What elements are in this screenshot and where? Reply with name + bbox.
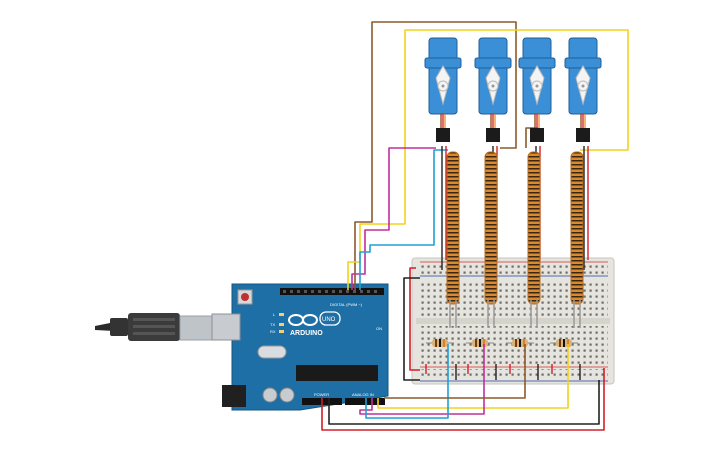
- arduino-logo: [288, 314, 318, 326]
- servo-1: [424, 37, 462, 142]
- atmega-chip: [296, 365, 378, 381]
- reset-button: [241, 293, 249, 301]
- wire-brown: [354, 21, 517, 290]
- wire-yellow-top: [347, 29, 629, 290]
- wire-red-rail: [409, 267, 420, 371]
- flex-sensor-2: [484, 151, 498, 328]
- flex-sensor-4: [570, 151, 584, 328]
- wire-magenta-top: [351, 147, 436, 290]
- flex-sensor-3: [527, 151, 541, 328]
- digital-header-label: DIGITAL (PWM ~): [330, 302, 363, 307]
- analog-header-label: ANALOG IN: [352, 392, 374, 397]
- rx-label: RX: [270, 329, 276, 334]
- usb-cable: [95, 313, 213, 341]
- wire-brown-bottom: [384, 344, 526, 399]
- wire-cyan-top: [359, 149, 448, 290]
- analog-header: [345, 398, 385, 405]
- resistor-3: [506, 339, 534, 347]
- wire-yellow-bottom: [377, 344, 569, 409]
- power-header-label: POWER: [314, 392, 329, 397]
- wire-cyan-bottom: [365, 344, 449, 419]
- servo-2: [474, 37, 512, 142]
- wire-red-bottom: [321, 368, 605, 431]
- arduino-uno-board: DIGITAL (PWM ~) ARDUINO UNO L TX RX ON P…: [211, 283, 389, 411]
- servo-3: [518, 37, 556, 142]
- resistor-1: [426, 339, 454, 347]
- breadboard: [411, 257, 615, 385]
- led-l-label: L: [273, 312, 276, 317]
- flex-sensor-1: [446, 151, 460, 328]
- wire-black-rail: [403, 277, 420, 381]
- servo-4: [564, 37, 602, 142]
- board-model: UNO: [322, 317, 336, 323]
- wire-black-bottom: [328, 380, 600, 425]
- tx-label: TX: [270, 322, 275, 327]
- on-label: ON: [376, 326, 382, 331]
- arduino-logo-text: ARDUINO: [290, 330, 323, 337]
- wire-magenta-bottom: [359, 344, 485, 415]
